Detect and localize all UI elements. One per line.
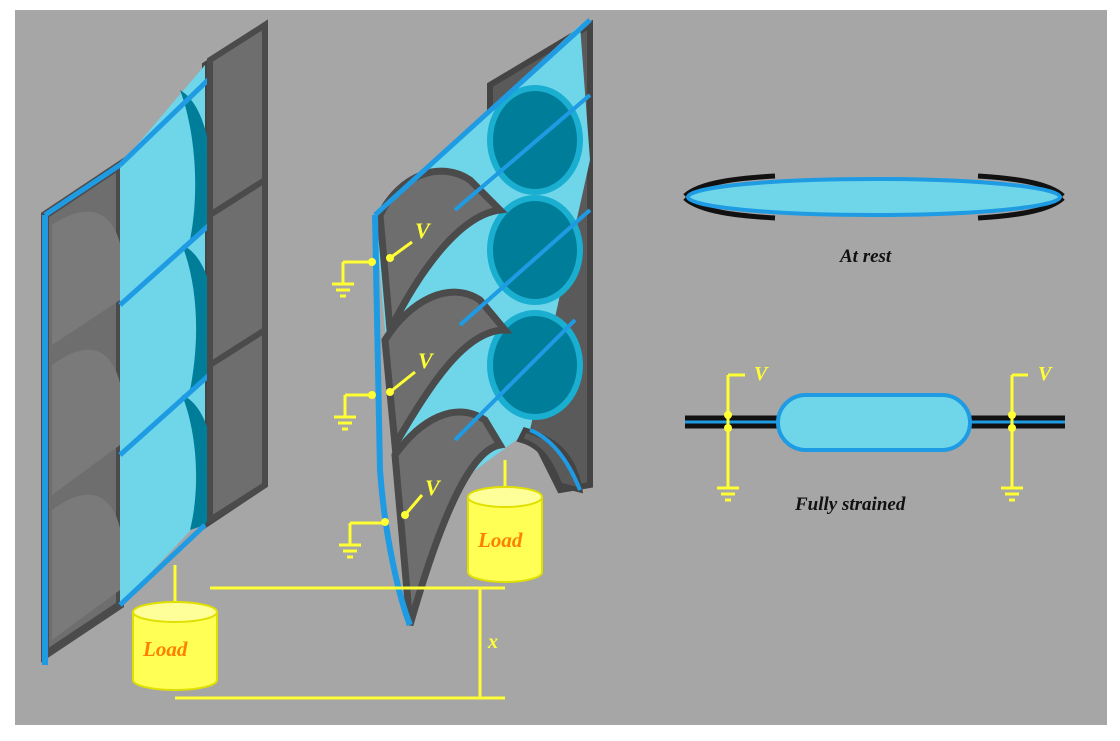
left-load-label: Load [142, 637, 188, 661]
at-rest-illustration: At rest [683, 173, 1065, 267]
voltage-label-strained-left: V [754, 363, 769, 385]
displacement-label: x [487, 631, 498, 653]
middle-load: Load [467, 460, 543, 583]
voltage-label-bottom: V [425, 475, 442, 500]
voltage-label-top: V [415, 218, 432, 243]
middle-actuator-stack [372, 18, 593, 627]
voltage-connection-middle: V [332, 348, 435, 431]
left-actuator-stack [41, 19, 268, 665]
voltage-connection-bottom: V [337, 475, 442, 559]
fully-strained-label: Fully strained [794, 494, 906, 515]
voltage-connection-top: V [330, 218, 432, 298]
middle-load-label: Load [477, 528, 523, 552]
displacement-indicator: x [175, 586, 505, 700]
voltage-label-strained-right: V [1038, 363, 1053, 385]
fully-strained-illustration: V V Fully strained [685, 363, 1065, 515]
left-load: Load [132, 565, 218, 691]
at-rest-label: At rest [839, 246, 892, 267]
voltage-label-middle: V [418, 348, 435, 373]
